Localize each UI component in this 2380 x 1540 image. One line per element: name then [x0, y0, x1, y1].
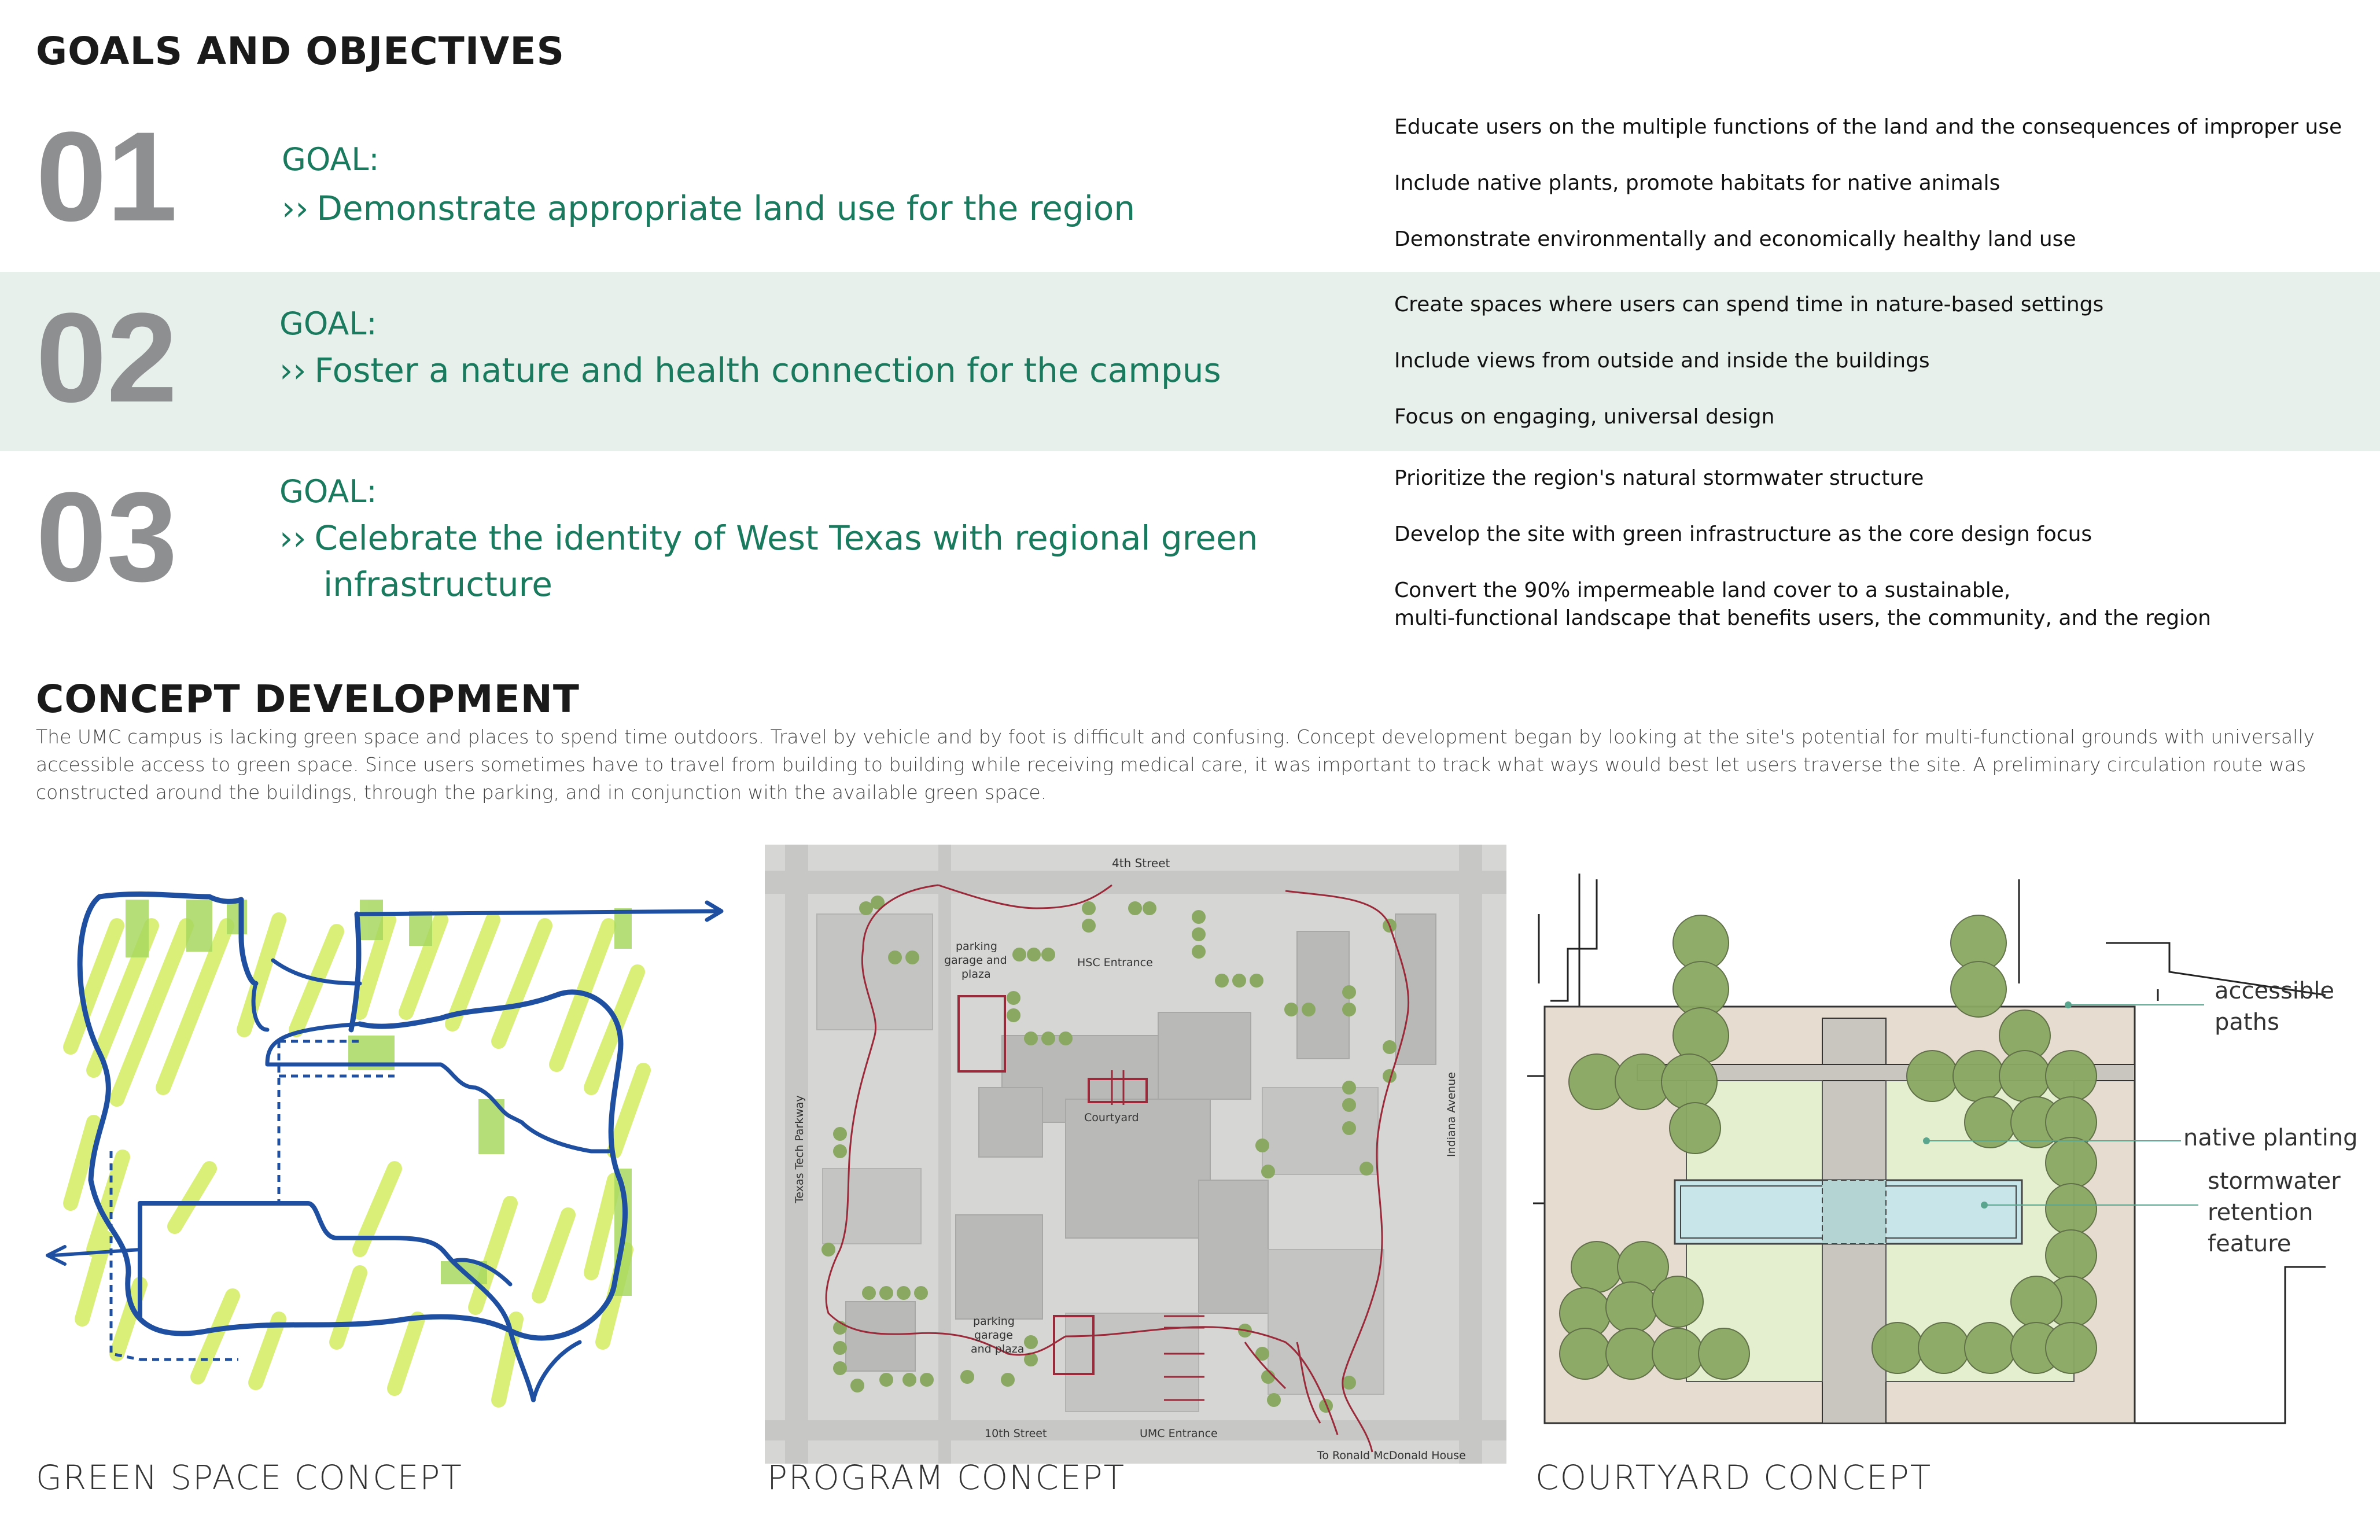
- program-concept-map: 4th Street parking garage and plaza HSC …: [765, 845, 1506, 1464]
- goal-band-02: [0, 272, 2380, 451]
- objective-03-4: multi-functional landscape that benefits…: [1394, 606, 2211, 630]
- circulation-path: [46, 891, 724, 1402]
- map-roads: [765, 845, 1506, 1464]
- map-parking-stripes: [1111, 1070, 1204, 1401]
- goal-label-01: GOAL:: [282, 141, 380, 178]
- dashed-paths: [109, 1040, 395, 1361]
- map-label-indiana: Indiana Avenue: [1445, 1072, 1458, 1157]
- map-label-parking-north-1: parking: [956, 940, 997, 953]
- annotation-stormwater: stormwater retention feature: [2208, 1168, 2341, 1257]
- chevron-icon: ››: [279, 518, 307, 558]
- map-label-4th-street: 4th Street: [1112, 856, 1170, 870]
- map-label-ronald-mcdonald: To Ronald McDonald House: [1317, 1449, 1466, 1462]
- objective-01-2: Include native plants, promote habitats …: [1394, 171, 2000, 195]
- annotation-accessible-paths: accessible paths: [2215, 978, 2335, 1036]
- caption-courtyard: COURTYARD CONCEPT: [1535, 1458, 1932, 1497]
- goal-text-03-cont: infrastructure: [323, 565, 552, 604]
- caption-green-space: GREEN SPACE CONCEPT: [36, 1458, 463, 1497]
- goal-number-01: 01: [36, 105, 178, 248]
- goal-text-03-line: Celebrate the identity of West Texas wit…: [314, 518, 1258, 558]
- annotation-native-planting: native planting: [2183, 1125, 2358, 1151]
- map-label-hsc-entrance: HSC Entrance: [1077, 956, 1153, 969]
- concept-paragraph: The UMC campus is lacking green space an…: [36, 725, 2315, 804]
- map-label-courtyard: Courtyard: [1084, 1111, 1139, 1124]
- goal-number-03: 03: [36, 466, 178, 608]
- caption-program: PROGRAM CONCEPT: [767, 1458, 1126, 1497]
- section-title-goals: GOALS AND OBJECTIVES: [36, 29, 565, 73]
- objective-02-3: Focus on engaging, universal design: [1394, 405, 1775, 429]
- goal-number-02: 02: [36, 286, 178, 429]
- goal-text-01: ››Demonstrate appropriate land use for t…: [282, 185, 1381, 231]
- objective-03-2: Develop the site with green infrastructu…: [1394, 522, 2092, 546]
- chevron-icon: ››: [279, 351, 307, 390]
- section-title-concept: CONCEPT DEVELOPMENT: [36, 677, 580, 721]
- objective-01-3: Demonstrate environmentally and economic…: [1394, 227, 2076, 251]
- map-label-texas-tech: Texas Tech Parkway: [793, 1095, 806, 1204]
- map-label-umc-entrance: UMC Entrance: [1140, 1427, 1218, 1440]
- goal-label-03: GOAL:: [279, 473, 377, 510]
- goal-text-02-line: Foster a nature and health connection fo…: [314, 351, 1221, 390]
- courtyard-leader-lines: [1926, 1004, 2204, 1206]
- objective-03-1: Prioritize the region's natural stormwat…: [1394, 466, 1924, 490]
- map-label-parking-north-2: garage and: [944, 954, 1007, 967]
- map-circulation-route: [825, 884, 1410, 1453]
- map-label-parking-south-1: parking: [973, 1315, 1015, 1328]
- objective-02-2: Include views from outside and inside th…: [1394, 349, 1930, 373]
- map-parking-garages: [957, 995, 1148, 1375]
- courtyard-concept-sketch: [1527, 874, 2326, 1424]
- map-label-parking-south-3: and plaza: [971, 1343, 1024, 1355]
- courtyard-leader-dots: [1923, 1001, 2072, 1209]
- goal-text-03: ››Celebrate the identity of West Texas w…: [279, 515, 1379, 607]
- courtyard-trees: [1559, 915, 2097, 1380]
- goal-text-01-line: Demonstrate appropriate land use for the…: [316, 189, 1136, 228]
- objective-01-1: Educate users on the multiple functions …: [1394, 115, 2342, 139]
- map-label-parking-north-3: plaza: [961, 968, 991, 981]
- stormwater-crossing: [1822, 1180, 1887, 1244]
- objective-03-3: Convert the 90% impermeable land cover t…: [1394, 579, 2011, 602]
- chevron-icon: ››: [282, 189, 309, 228]
- map-label-10th-street: 10th Street: [985, 1427, 1047, 1440]
- green-space-concept-sketch: [46, 891, 724, 1408]
- objective-02-1: Create spaces where users can spend time…: [1394, 293, 2104, 316]
- map-label-parking-south-2: garage: [974, 1329, 1013, 1342]
- goal-label-02: GOAL:: [279, 305, 377, 342]
- map-buildings: [845, 913, 1436, 1372]
- goal-text-02: ››Foster a nature and health connection …: [279, 347, 1379, 393]
